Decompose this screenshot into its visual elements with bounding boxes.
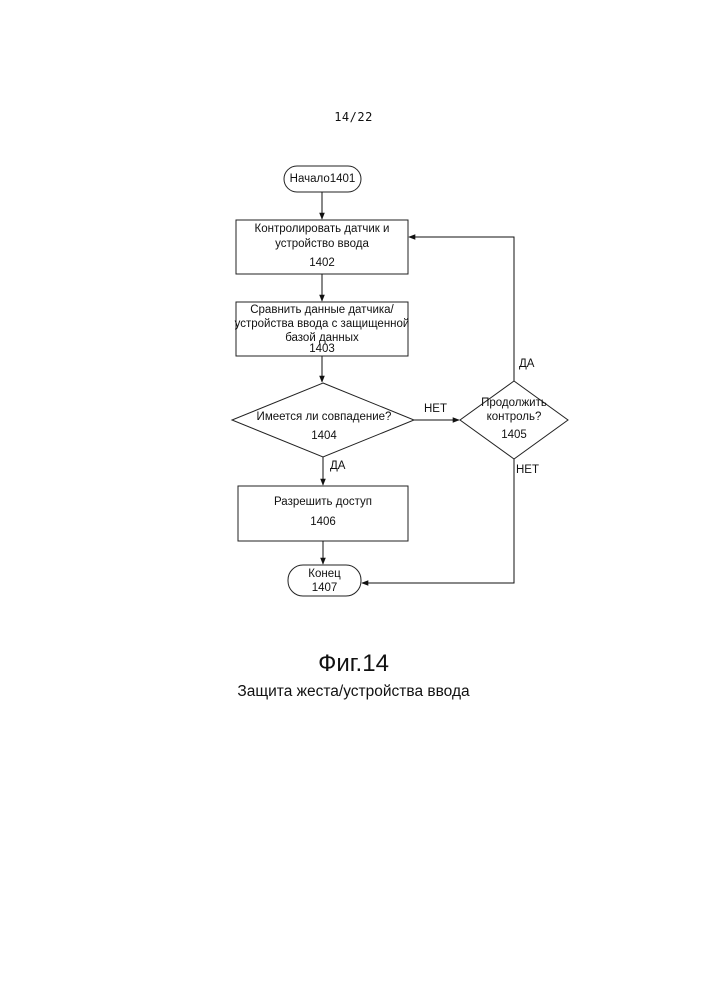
grant-step-number: 1406: [238, 515, 408, 529]
continue-question-line1: Продолжить: [470, 396, 558, 410]
continue-yes-loop-arrow: [409, 237, 514, 381]
figure-title: Фиг.14: [0, 650, 707, 678]
grant-label: Разрешить доступ: [238, 495, 408, 509]
monitor-label-line2: устройство ввода: [236, 237, 408, 251]
continue-question-line2: контроль?: [470, 410, 558, 424]
start-label: Начало1401: [284, 172, 361, 186]
match-no-label: НЕТ: [424, 403, 447, 415]
compare-label-line2: устройства ввода с защищенной: [230, 317, 414, 331]
end-step-number: 1407: [288, 581, 361, 595]
end-label: Конец: [288, 567, 361, 581]
match-question: Имеется ли совпадение?: [236, 410, 412, 424]
compare-label-line1: Сравнить данные датчика/: [236, 303, 408, 317]
continue-step-number: 1405: [470, 428, 558, 442]
figure-caption: Защита жеста/устройства ввода: [0, 683, 707, 701]
compare-step-number: 1403: [236, 342, 408, 356]
monitor-step-number: 1402: [236, 256, 408, 270]
continue-yes-label: ДА: [519, 358, 534, 370]
monitor-label-line1: Контролировать датчик и: [236, 222, 408, 236]
match-step-number: 1404: [236, 429, 412, 443]
match-yes-label: ДА: [330, 460, 345, 472]
continue-no-label: НЕТ: [516, 464, 539, 476]
